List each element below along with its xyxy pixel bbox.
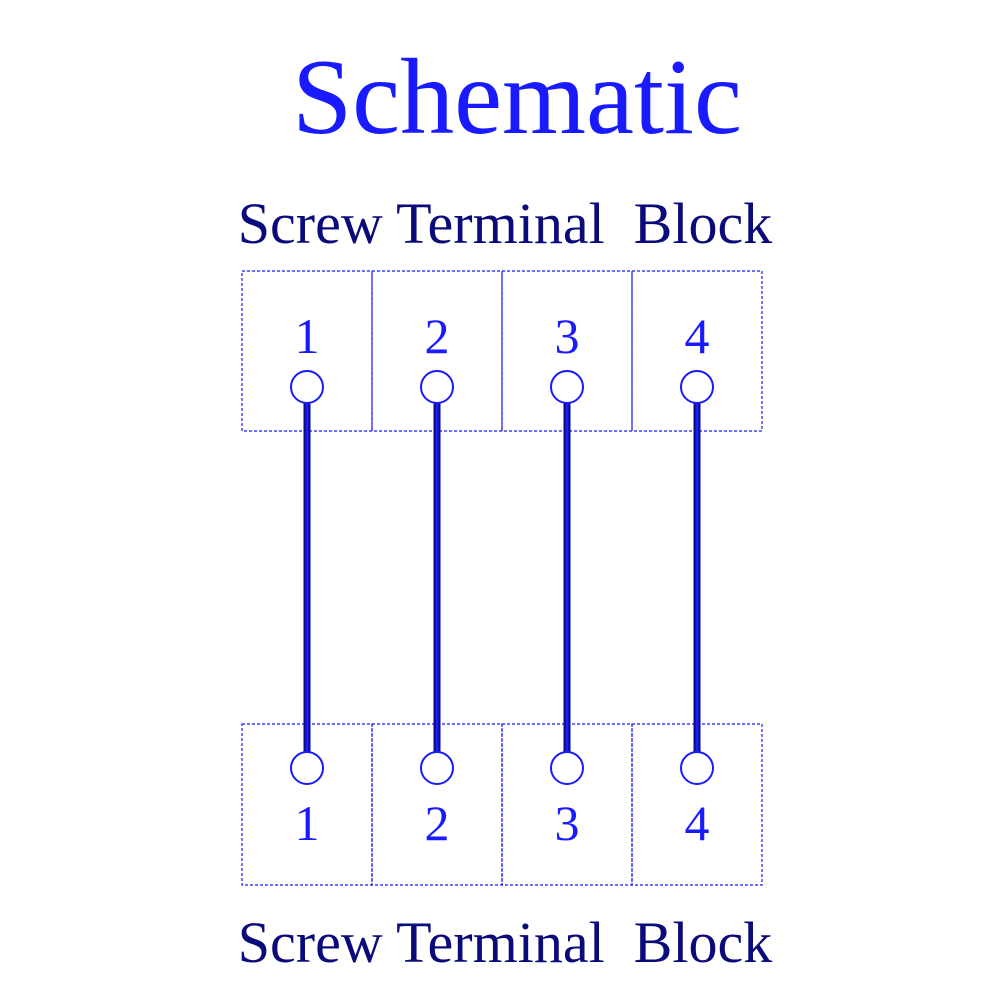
top-terminal-block: 1 2 3 4	[241, 270, 763, 432]
top-terminal-circles	[290, 370, 714, 404]
bottom-pin-number-2: 2	[425, 795, 450, 851]
bottom-pin-number-4: 4	[685, 795, 710, 851]
bottom-terminal-circle-1	[290, 751, 324, 785]
bottom-block-label: Screw Terminal Block	[238, 910, 772, 975]
top-terminal-circle-2	[420, 370, 454, 404]
bottom-terminal-block: 1 2 3 4	[241, 723, 763, 886]
bottom-terminal-circles	[290, 751, 714, 785]
bottom-terminal-circle-3	[550, 751, 584, 785]
wires	[303, 402, 701, 752]
top-terminal-circle-3	[550, 370, 584, 404]
top-pin-number-2: 2	[425, 308, 450, 364]
top-block-label: Screw Terminal Block	[238, 191, 772, 256]
bottom-pin-number-1: 1	[295, 795, 320, 851]
top-terminal-circle-1	[290, 370, 324, 404]
diagram-title: Schematic	[292, 38, 742, 157]
bottom-pin-number-3: 3	[555, 795, 580, 851]
top-pin-number-1: 1	[295, 308, 320, 364]
top-terminal-circle-4	[680, 370, 714, 404]
top-pin-number-4: 4	[685, 308, 710, 364]
bottom-terminal-circle-2	[420, 751, 454, 785]
top-pin-number-3: 3	[555, 308, 580, 364]
bottom-terminal-circle-4	[680, 751, 714, 785]
